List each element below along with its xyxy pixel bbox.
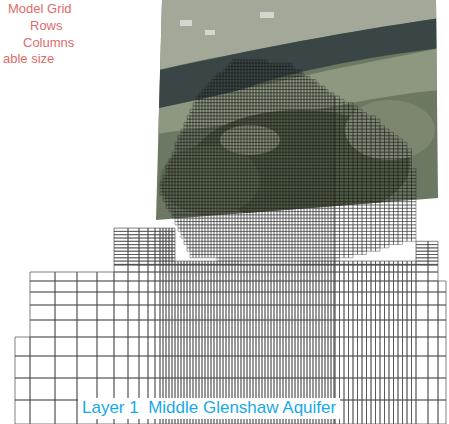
coarse-grid [15, 228, 446, 424]
model-grid [15, 60, 446, 424]
photo-building [205, 30, 215, 35]
photo-field [345, 100, 435, 160]
photo-building [180, 20, 192, 26]
grid-note: Rows [30, 19, 63, 33]
fine-grid [160, 60, 416, 265]
grid-note: Columns [23, 36, 74, 50]
photo-building [260, 12, 274, 18]
grid-note: able size [3, 52, 54, 66]
grid-title: Model Grid [8, 2, 72, 16]
layer-label: Layer 1 Middle Glenshaw Aquifer [78, 398, 340, 419]
